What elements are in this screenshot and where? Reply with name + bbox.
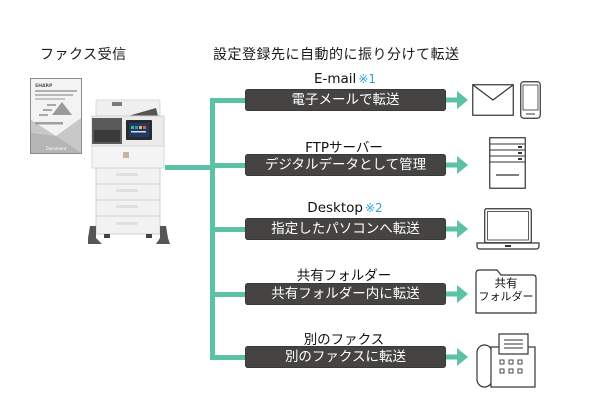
branch-line — [210, 163, 246, 168]
route-title: 共有フォルダー — [296, 268, 392, 284]
fax-received-heading: ファクス受信 — [40, 47, 127, 63]
arrow-icon — [446, 348, 468, 366]
route-title: E-mail※1 — [313, 71, 377, 87]
envelope-icon — [472, 84, 514, 116]
server-icon — [489, 137, 526, 189]
laptop-icon — [476, 208, 540, 250]
arrow-icon — [446, 285, 468, 303]
arrow-icon — [446, 220, 468, 238]
folder-label-line-1: 共有 — [494, 276, 518, 290]
branch-line — [210, 98, 246, 103]
route-action-email: 電子メールで転送 — [245, 89, 446, 111]
route-action-fax: 別のファクスに転送 — [245, 346, 446, 368]
branch-line — [210, 292, 246, 297]
fax-machine-icon — [476, 333, 536, 388]
folder-label-line-2: フォルダー — [478, 290, 534, 303]
document-brand: SHARP — [35, 83, 53, 89]
footnote-mark: ※1 — [358, 72, 377, 86]
folder-icon: 共有 フォルダー — [475, 268, 537, 314]
route-action-ftp: デジタルデータとして管理 — [245, 154, 446, 176]
arrow-icon — [446, 156, 468, 174]
route-title: Desktop※2 — [307, 200, 383, 216]
smartphone-icon — [520, 81, 541, 119]
document-caption: Document — [46, 146, 67, 151]
auto-forward-heading: 設定登録先に自動的に振り分けて転送 — [213, 47, 460, 63]
fax-document-icon: SHARP Document — [30, 78, 82, 154]
printer-connector-line — [165, 165, 215, 170]
branch-line — [210, 227, 246, 232]
multifunction-printer-icon — [88, 99, 170, 244]
arrow-icon — [446, 91, 468, 109]
footnote-mark: ※2 — [364, 201, 383, 215]
route-title: FTPサーバー — [305, 140, 383, 156]
route-action-shared-folder: 共有フォルダー内に転送 — [245, 283, 446, 305]
route-title: 別のファクス — [303, 332, 385, 348]
branch-line — [210, 355, 246, 360]
route-action-desktop: 指定したパソコンへ転送 — [245, 218, 446, 240]
